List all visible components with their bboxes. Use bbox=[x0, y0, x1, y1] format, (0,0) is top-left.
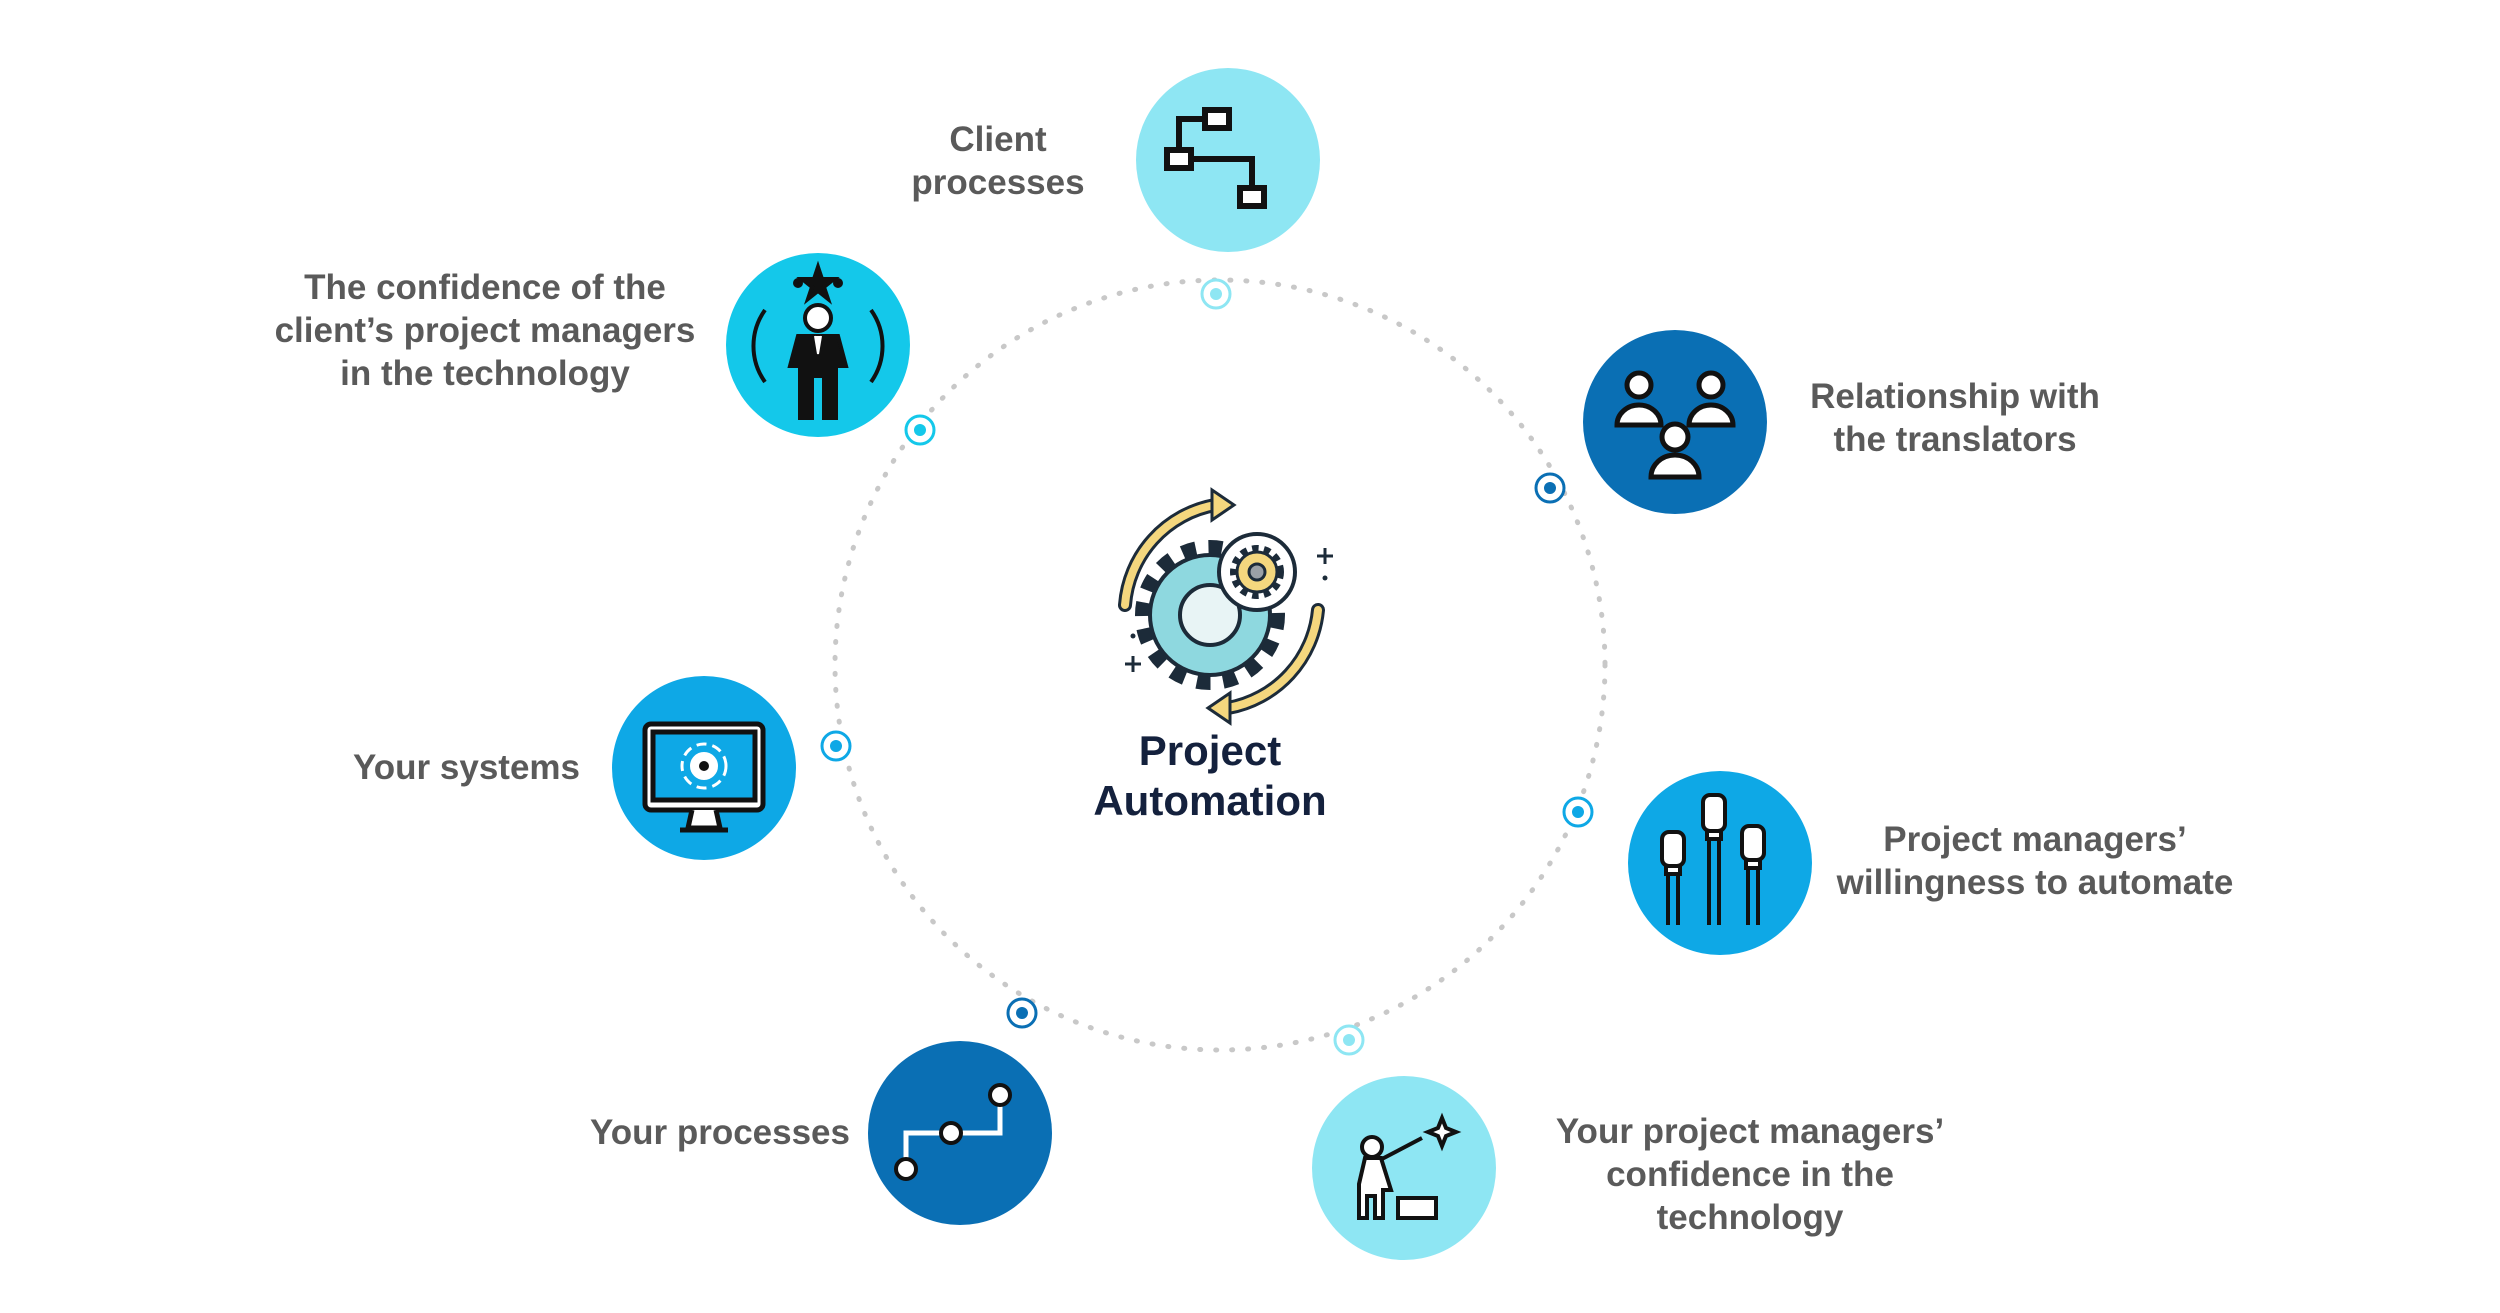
label-line: Relationship with bbox=[1810, 377, 2100, 416]
label-line: in the technology bbox=[340, 354, 630, 393]
path-icon bbox=[894, 1083, 1012, 1181]
center-title-line1: Project bbox=[1138, 727, 1282, 774]
label-line: Your project managers’ bbox=[1555, 1112, 1945, 1151]
center-title-line2: Automation bbox=[1093, 777, 1327, 824]
label-client-processes: Client processes bbox=[898, 118, 1098, 204]
label-your-processes: Your processes bbox=[550, 1111, 850, 1154]
achiever-icon bbox=[1357, 1112, 1462, 1220]
label-line: Your processes bbox=[589, 1113, 850, 1152]
node-circle-your-processes bbox=[868, 1041, 1052, 1225]
node-circle-relationship-translators bbox=[1583, 330, 1767, 514]
label-line: processes bbox=[911, 163, 1085, 202]
gear-cycle-icon bbox=[1118, 487, 1333, 726]
label-line: Client bbox=[949, 120, 1047, 159]
label-line: technology bbox=[1656, 1198, 1844, 1237]
ring-marker-your-systems bbox=[820, 730, 852, 762]
flowchart-icon bbox=[1164, 107, 1267, 209]
label-your-systems: Your systems bbox=[300, 746, 580, 789]
label-line: the translators bbox=[1833, 420, 2077, 459]
label-line: The confidence of the bbox=[304, 268, 666, 307]
dotted-ring bbox=[832, 277, 1608, 1053]
label-client-pm-confidence: The confidence of the client’s project m… bbox=[245, 266, 725, 395]
label-line: willingness to automate bbox=[1836, 863, 2234, 902]
label-line: Project managers’ bbox=[1883, 820, 2187, 859]
label-relationship-translators: Relationship with the translators bbox=[1790, 375, 2120, 461]
label-your-pm-confidence: Your project managers’ confidence in the… bbox=[1540, 1110, 1960, 1239]
ring-marker-your-processes bbox=[1006, 997, 1038, 1029]
ring-marker-relationship-translators bbox=[1534, 472, 1566, 504]
monitor-icon bbox=[642, 721, 766, 833]
center-title: Project Automation bbox=[1000, 726, 1420, 826]
ring-marker-client-processes bbox=[1200, 278, 1232, 310]
label-pm-willingness: Project managers’ willingness to automat… bbox=[1830, 818, 2240, 904]
confident-person-icon bbox=[751, 260, 885, 420]
label-line: confidence in the bbox=[1606, 1155, 1894, 1194]
node-circle-your-pm-confidence bbox=[1312, 1076, 1496, 1260]
node-circle-pm-willingness bbox=[1628, 771, 1812, 955]
label-line: client’s project managers bbox=[274, 311, 696, 350]
ring-marker-your-pm-confidence bbox=[1333, 1024, 1365, 1056]
ring-marker-client-pm-confidence bbox=[904, 414, 936, 446]
node-circle-your-systems bbox=[612, 676, 796, 860]
node-circle-client-pm-confidence bbox=[726, 253, 910, 437]
label-line: Your systems bbox=[353, 748, 580, 787]
ring-marker-pm-willingness bbox=[1562, 796, 1594, 828]
raised-hands-icon bbox=[1660, 793, 1766, 925]
node-circle-client-processes bbox=[1136, 68, 1320, 252]
team-icon bbox=[1614, 370, 1736, 480]
